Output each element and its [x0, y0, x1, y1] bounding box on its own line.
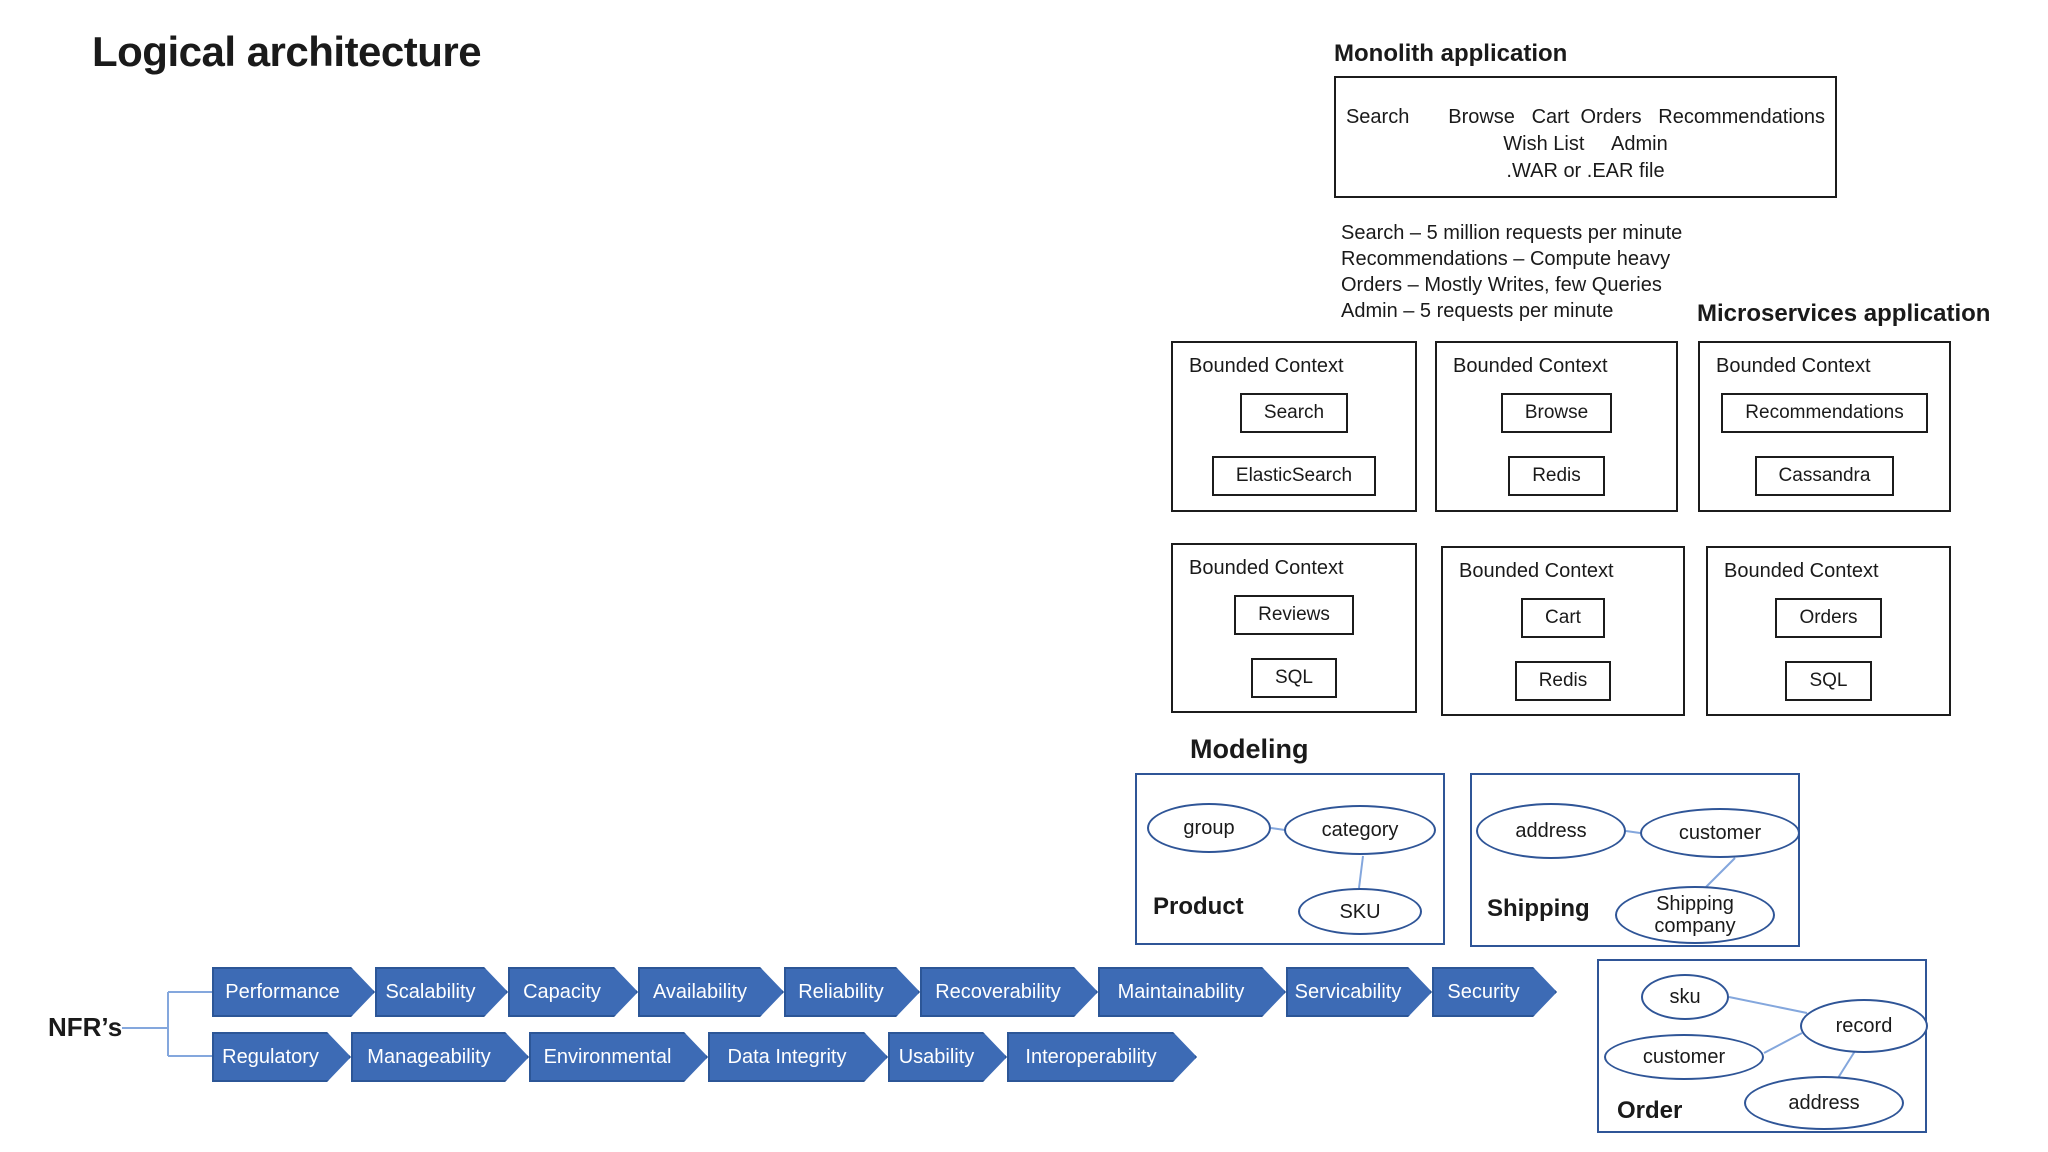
datastore-box: SQL [1785, 661, 1872, 701]
entity-customer: customer [1640, 808, 1800, 858]
nfr-chevron-recoverability: Recoverability [920, 967, 1098, 1017]
note-line: Recommendations – Compute heavy [1341, 248, 1671, 270]
entity-record: record [1800, 999, 1928, 1053]
bounded-context-title: Bounded Context [1716, 355, 1871, 377]
bounded-context-title: Bounded Context [1189, 557, 1344, 579]
monolith-feature-line: Wish List Admin [1503, 132, 1668, 155]
entity-category: category [1284, 805, 1436, 855]
model-box-shipping: address customer Shipping company Shippi… [1470, 773, 1800, 947]
connector-lines [1270, 827, 1364, 889]
entity-customer: customer [1604, 1034, 1764, 1080]
nfr-chevron-performance: Performance [212, 967, 375, 1017]
page-title: Logical architecture [92, 28, 482, 75]
model-box-order: sku record customer address Order [1597, 959, 1928, 1133]
nfr-chevron-usability: Usability [888, 1032, 1007, 1082]
microservices-heading: Microservices application [1697, 300, 1991, 327]
bounded-context-title: Bounded Context [1453, 355, 1608, 377]
bounded-context-title: Bounded Context [1724, 560, 1879, 582]
service-box: Search [1239, 393, 1349, 433]
nfr-chevron-availability: Availability [638, 967, 784, 1017]
datastore-box: Redis [1514, 661, 1612, 701]
note-line: Admin – 5 requests per minute [1341, 300, 1614, 322]
note-line: Search – 5 million requests per minute [1341, 222, 1683, 244]
connector-lines [1625, 830, 1736, 888]
nfr-chevron-security: Security [1432, 967, 1557, 1017]
product-label: Product [1153, 893, 1244, 920]
datastore-box: SQL [1250, 658, 1338, 698]
monolith-file-line: .WAR or .EAR file [1506, 159, 1665, 182]
nfr-label: NFR’s [48, 1012, 123, 1042]
nfr-chevron-data-integrity: Data Integrity [708, 1032, 888, 1082]
service-box: Cart [1521, 598, 1605, 638]
monolith-heading: Monolith application [1334, 40, 1568, 67]
nfr-chevron-scalability: Scalability [375, 967, 508, 1017]
datastore-box: ElasticSearch [1211, 456, 1377, 496]
nfr-chevron-reliability: Reliability [784, 967, 920, 1017]
datastore-box: Redis [1508, 456, 1605, 496]
model-box-product: group category SKU Product [1135, 773, 1445, 945]
entity-address: address [1476, 803, 1626, 859]
connector-lines [1728, 996, 1856, 1079]
modeling-heading: Modeling [1190, 734, 1309, 764]
nfr-chevron-environmental: Environmental [529, 1032, 708, 1082]
entity-sku: sku [1641, 974, 1729, 1020]
bounded-context-cart: Bounded Context Cart Redis [1441, 546, 1685, 716]
monolith-box: Search Browse Cart Orders Recommendation… [1334, 76, 1837, 198]
bounded-context-browse: Bounded Context Browse Redis [1435, 341, 1678, 512]
bounded-context-title: Bounded Context [1189, 355, 1344, 377]
load-notes: Search – 5 million requests per minute R… [1341, 220, 1682, 324]
entity-address: address [1744, 1076, 1904, 1130]
nfr-chevron-interoperability: Interoperability [1007, 1032, 1197, 1082]
bounded-context-search: Bounded Context Search ElasticSearch [1171, 341, 1417, 512]
entity-group: group [1147, 803, 1271, 853]
entity-shipping-company: Shipping company [1615, 886, 1775, 944]
order-label: Order [1617, 1097, 1683, 1124]
bounded-context-orders: Bounded Context Orders SQL [1706, 546, 1951, 716]
nfr-row-1: Performance Scalability Capacity Availab… [212, 967, 1557, 1017]
nfr-chevron-manageability: Manageability [351, 1032, 529, 1082]
nfr-chevron-regulatory: Regulatory [212, 1032, 351, 1082]
service-box: Reviews [1234, 595, 1354, 635]
note-line: Orders – Mostly Writes, few Queries [1341, 274, 1662, 296]
entity-sku: SKU [1298, 888, 1422, 935]
datastore-box: Cassandra [1754, 456, 1895, 496]
monolith-feature-line: Search Browse Cart Orders Recommendation… [1345, 105, 1826, 128]
nfr-chevron-servicability: Servicability [1286, 967, 1432, 1017]
shipping-label: Shipping [1487, 895, 1590, 922]
bounded-context-recommendations: Bounded Context Recommendations Cassandr… [1698, 341, 1951, 512]
service-box: Recommendations [1721, 393, 1928, 433]
nfr-row-2: Regulatory Manageability Environmental D… [212, 1032, 1197, 1082]
nfr-bracket [122, 991, 214, 1057]
nfr-chevron-maintainability: Maintainability [1098, 967, 1286, 1017]
nfr-chevron-capacity: Capacity [508, 967, 638, 1017]
service-box: Orders [1775, 598, 1882, 638]
service-box: Browse [1500, 393, 1613, 433]
bounded-context-title: Bounded Context [1459, 560, 1614, 582]
bounded-context-reviews: Bounded Context Reviews SQL [1171, 543, 1417, 713]
